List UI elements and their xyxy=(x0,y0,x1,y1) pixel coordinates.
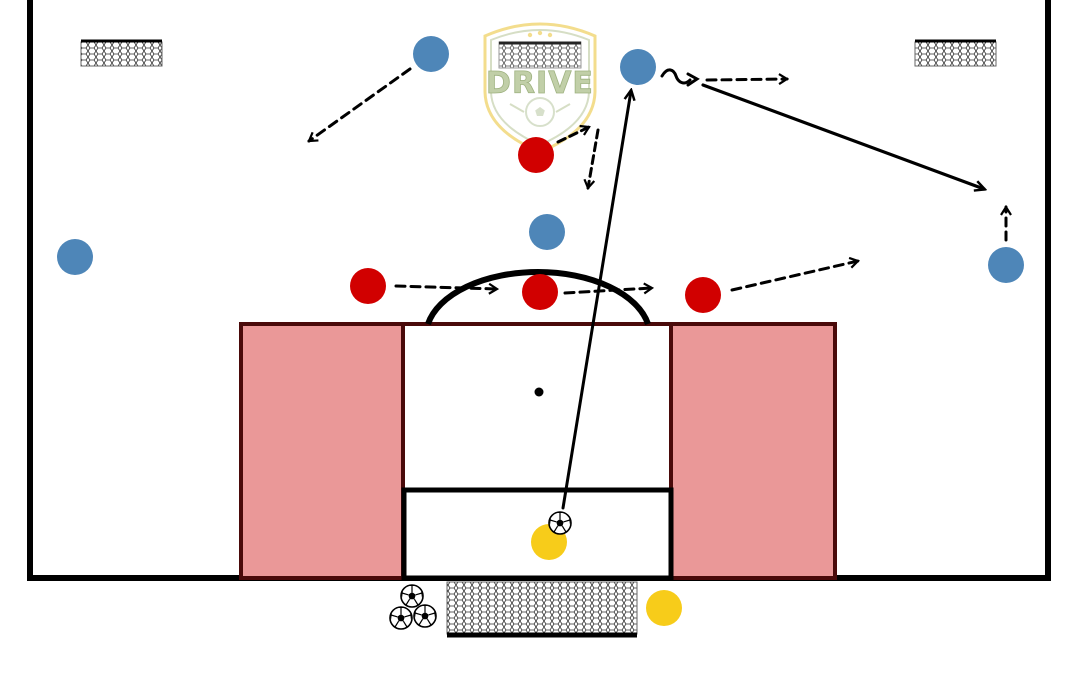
pass-arrow xyxy=(701,83,984,189)
run-arrow xyxy=(588,128,600,188)
dribble-squiggle xyxy=(660,68,692,85)
soccer-ball-icon[interactable] xyxy=(400,584,424,608)
pass-arrow xyxy=(561,91,631,510)
run-arrow xyxy=(563,288,652,295)
red-player[interactable] xyxy=(685,277,721,313)
run-arrow xyxy=(705,79,787,80)
drive-logo: DRIVE xyxy=(483,22,597,154)
blue-player[interactable] xyxy=(413,36,449,72)
left-channel-zone xyxy=(239,322,405,580)
red-team xyxy=(350,137,721,313)
blue-team xyxy=(57,36,1024,283)
red-player[interactable] xyxy=(350,268,386,304)
main-goal-icon xyxy=(446,581,638,638)
blue-player[interactable] xyxy=(988,247,1024,283)
dribble-arrowhead xyxy=(686,72,700,87)
run-arrow xyxy=(309,67,412,143)
blue-player[interactable] xyxy=(620,49,656,85)
logo-wordmark: DRIVE xyxy=(486,66,594,101)
blue-player[interactable] xyxy=(529,214,565,250)
run-arrow xyxy=(730,261,858,292)
mini-goal-icon xyxy=(80,39,163,67)
right-channel-zone xyxy=(669,322,837,580)
logo-ball-icon xyxy=(525,97,555,127)
penalty-arc xyxy=(425,269,651,325)
goals xyxy=(80,39,997,638)
soccer-ball-icon[interactable] xyxy=(413,604,437,628)
logo-stars-icon xyxy=(527,30,553,38)
red-player[interactable] xyxy=(522,274,558,310)
soccer-ball-icon[interactable] xyxy=(389,606,413,630)
mini-goal-icon xyxy=(914,39,997,67)
server-player[interactable] xyxy=(646,590,682,626)
logo-shield-inner xyxy=(490,29,590,147)
blue-player[interactable] xyxy=(57,239,93,275)
movement-arrows xyxy=(309,67,1006,510)
red-player[interactable] xyxy=(518,137,554,173)
penalty-spot xyxy=(534,387,544,397)
logo-goal-icon xyxy=(498,41,582,69)
run-arrow xyxy=(394,286,497,289)
run-arrow xyxy=(556,127,589,144)
penalty-area xyxy=(239,269,837,581)
soccer-ball-icon[interactable] xyxy=(548,511,572,535)
